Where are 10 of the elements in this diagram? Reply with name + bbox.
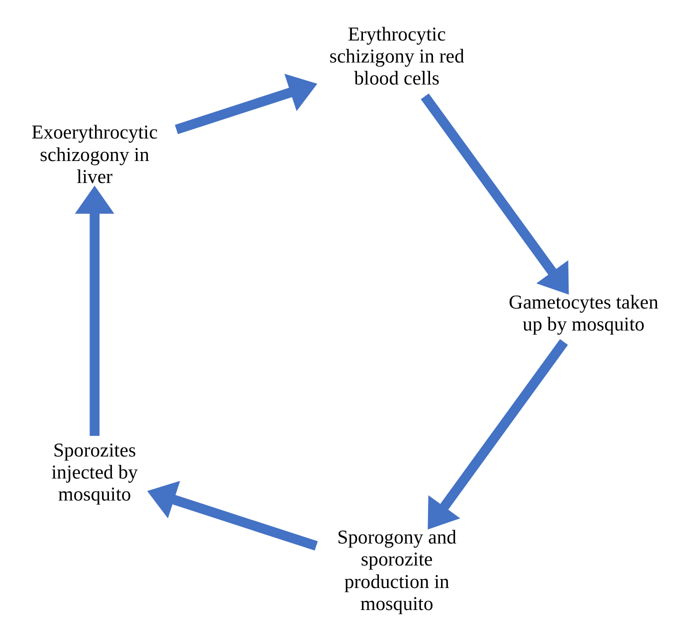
- node-text: Sporozites injected by mosquito: [51, 440, 138, 506]
- arrow: [420, 93, 569, 295]
- arrow: [147, 480, 318, 551]
- node-text: Gametocytes taken up by mosquito: [508, 292, 658, 336]
- node-text: Erythrocytic schizigony in red blood cells: [329, 24, 464, 90]
- arrow: [174, 74, 318, 134]
- node-text: Exoerythrocytic schizogony in liver: [31, 122, 158, 188]
- arrow: [74, 186, 114, 436]
- node-text: Sporogony and sporozite production in mosquito: [337, 528, 456, 615]
- arrow: [428, 339, 568, 530]
